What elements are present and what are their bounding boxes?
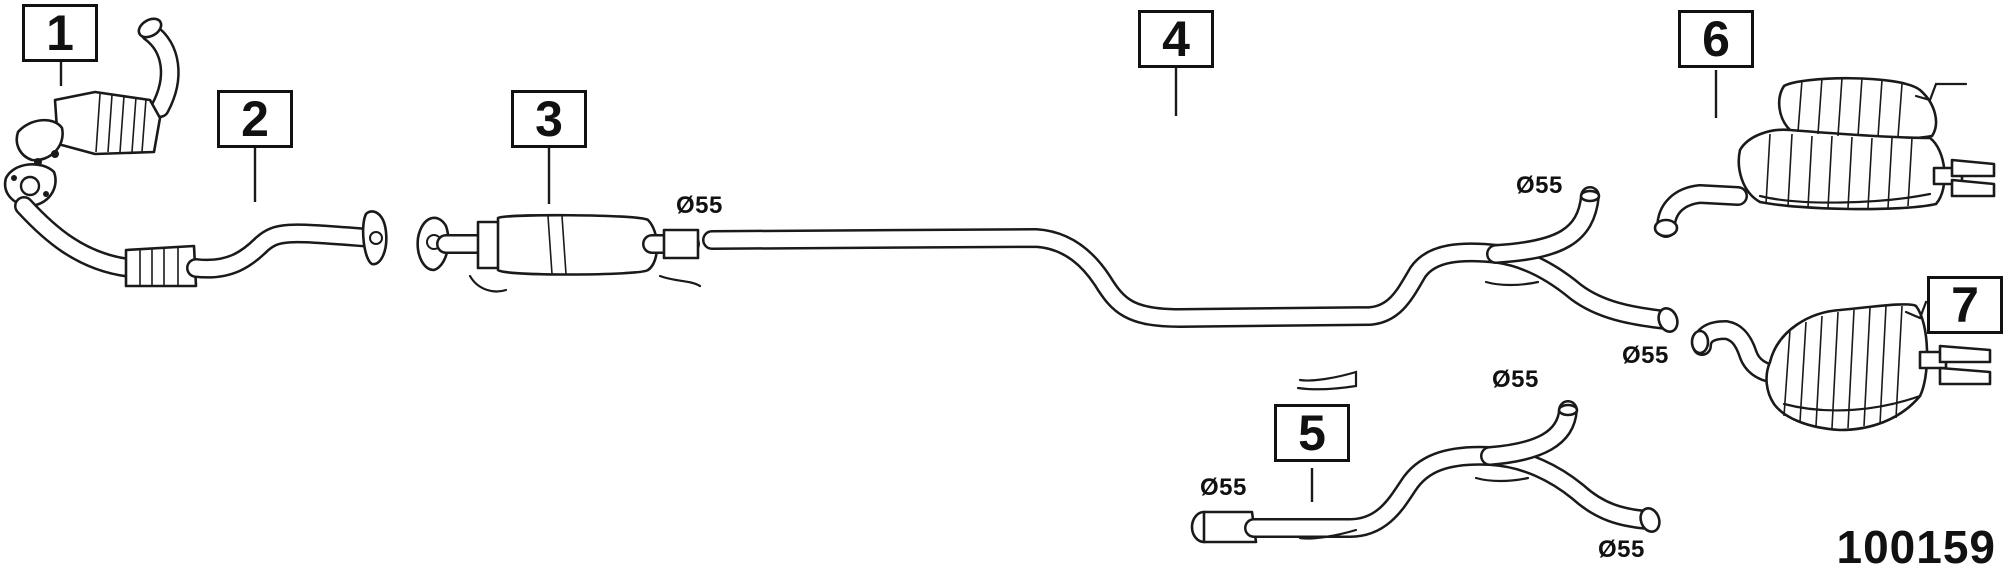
part-number-5: 5	[1298, 405, 1326, 461]
part-7-rear-silencer	[1690, 300, 1992, 432]
part-1-catalytic-converter	[3, 17, 198, 288]
part-label-3: 3	[511, 90, 587, 148]
part-3-centre-silencer	[416, 213, 702, 293]
diameter-mid-lower: Ø55	[1622, 342, 1669, 369]
part-label-1: 1	[22, 4, 98, 62]
part-6-rear-silencer	[1653, 76, 1996, 238]
diameter-front-outlet: Ø55	[676, 192, 723, 219]
part-number-6: 6	[1702, 11, 1730, 67]
part-label-4: 4	[1138, 10, 1214, 68]
leader-lines	[59, 60, 1967, 502]
diameter-alt-inlet: Ø55	[1200, 474, 1247, 501]
diameter-alt-upper: Ø55	[1492, 366, 1539, 393]
diameter-mid-upper: Ø55	[1516, 172, 1563, 199]
part-number-4: 4	[1162, 11, 1190, 67]
part-4-rear-pipe	[702, 186, 1679, 391]
reference-number: 100159	[1836, 521, 1996, 573]
part-label-6: 6	[1678, 10, 1754, 68]
diameter-alt-lower: Ø55	[1598, 536, 1645, 563]
part-2-intermediate-pipe	[186, 210, 388, 279]
part-number-3: 3	[535, 91, 563, 147]
part-5-alt-rear-pipe	[1190, 400, 1661, 544]
part-label-5: 5	[1274, 404, 1350, 462]
part-label-2: 2	[217, 90, 293, 148]
part-label-7: 7	[1927, 276, 2003, 334]
part-number-2: 2	[241, 91, 269, 147]
part-number-7: 7	[1951, 277, 1979, 333]
part-number-1: 1	[46, 5, 74, 61]
